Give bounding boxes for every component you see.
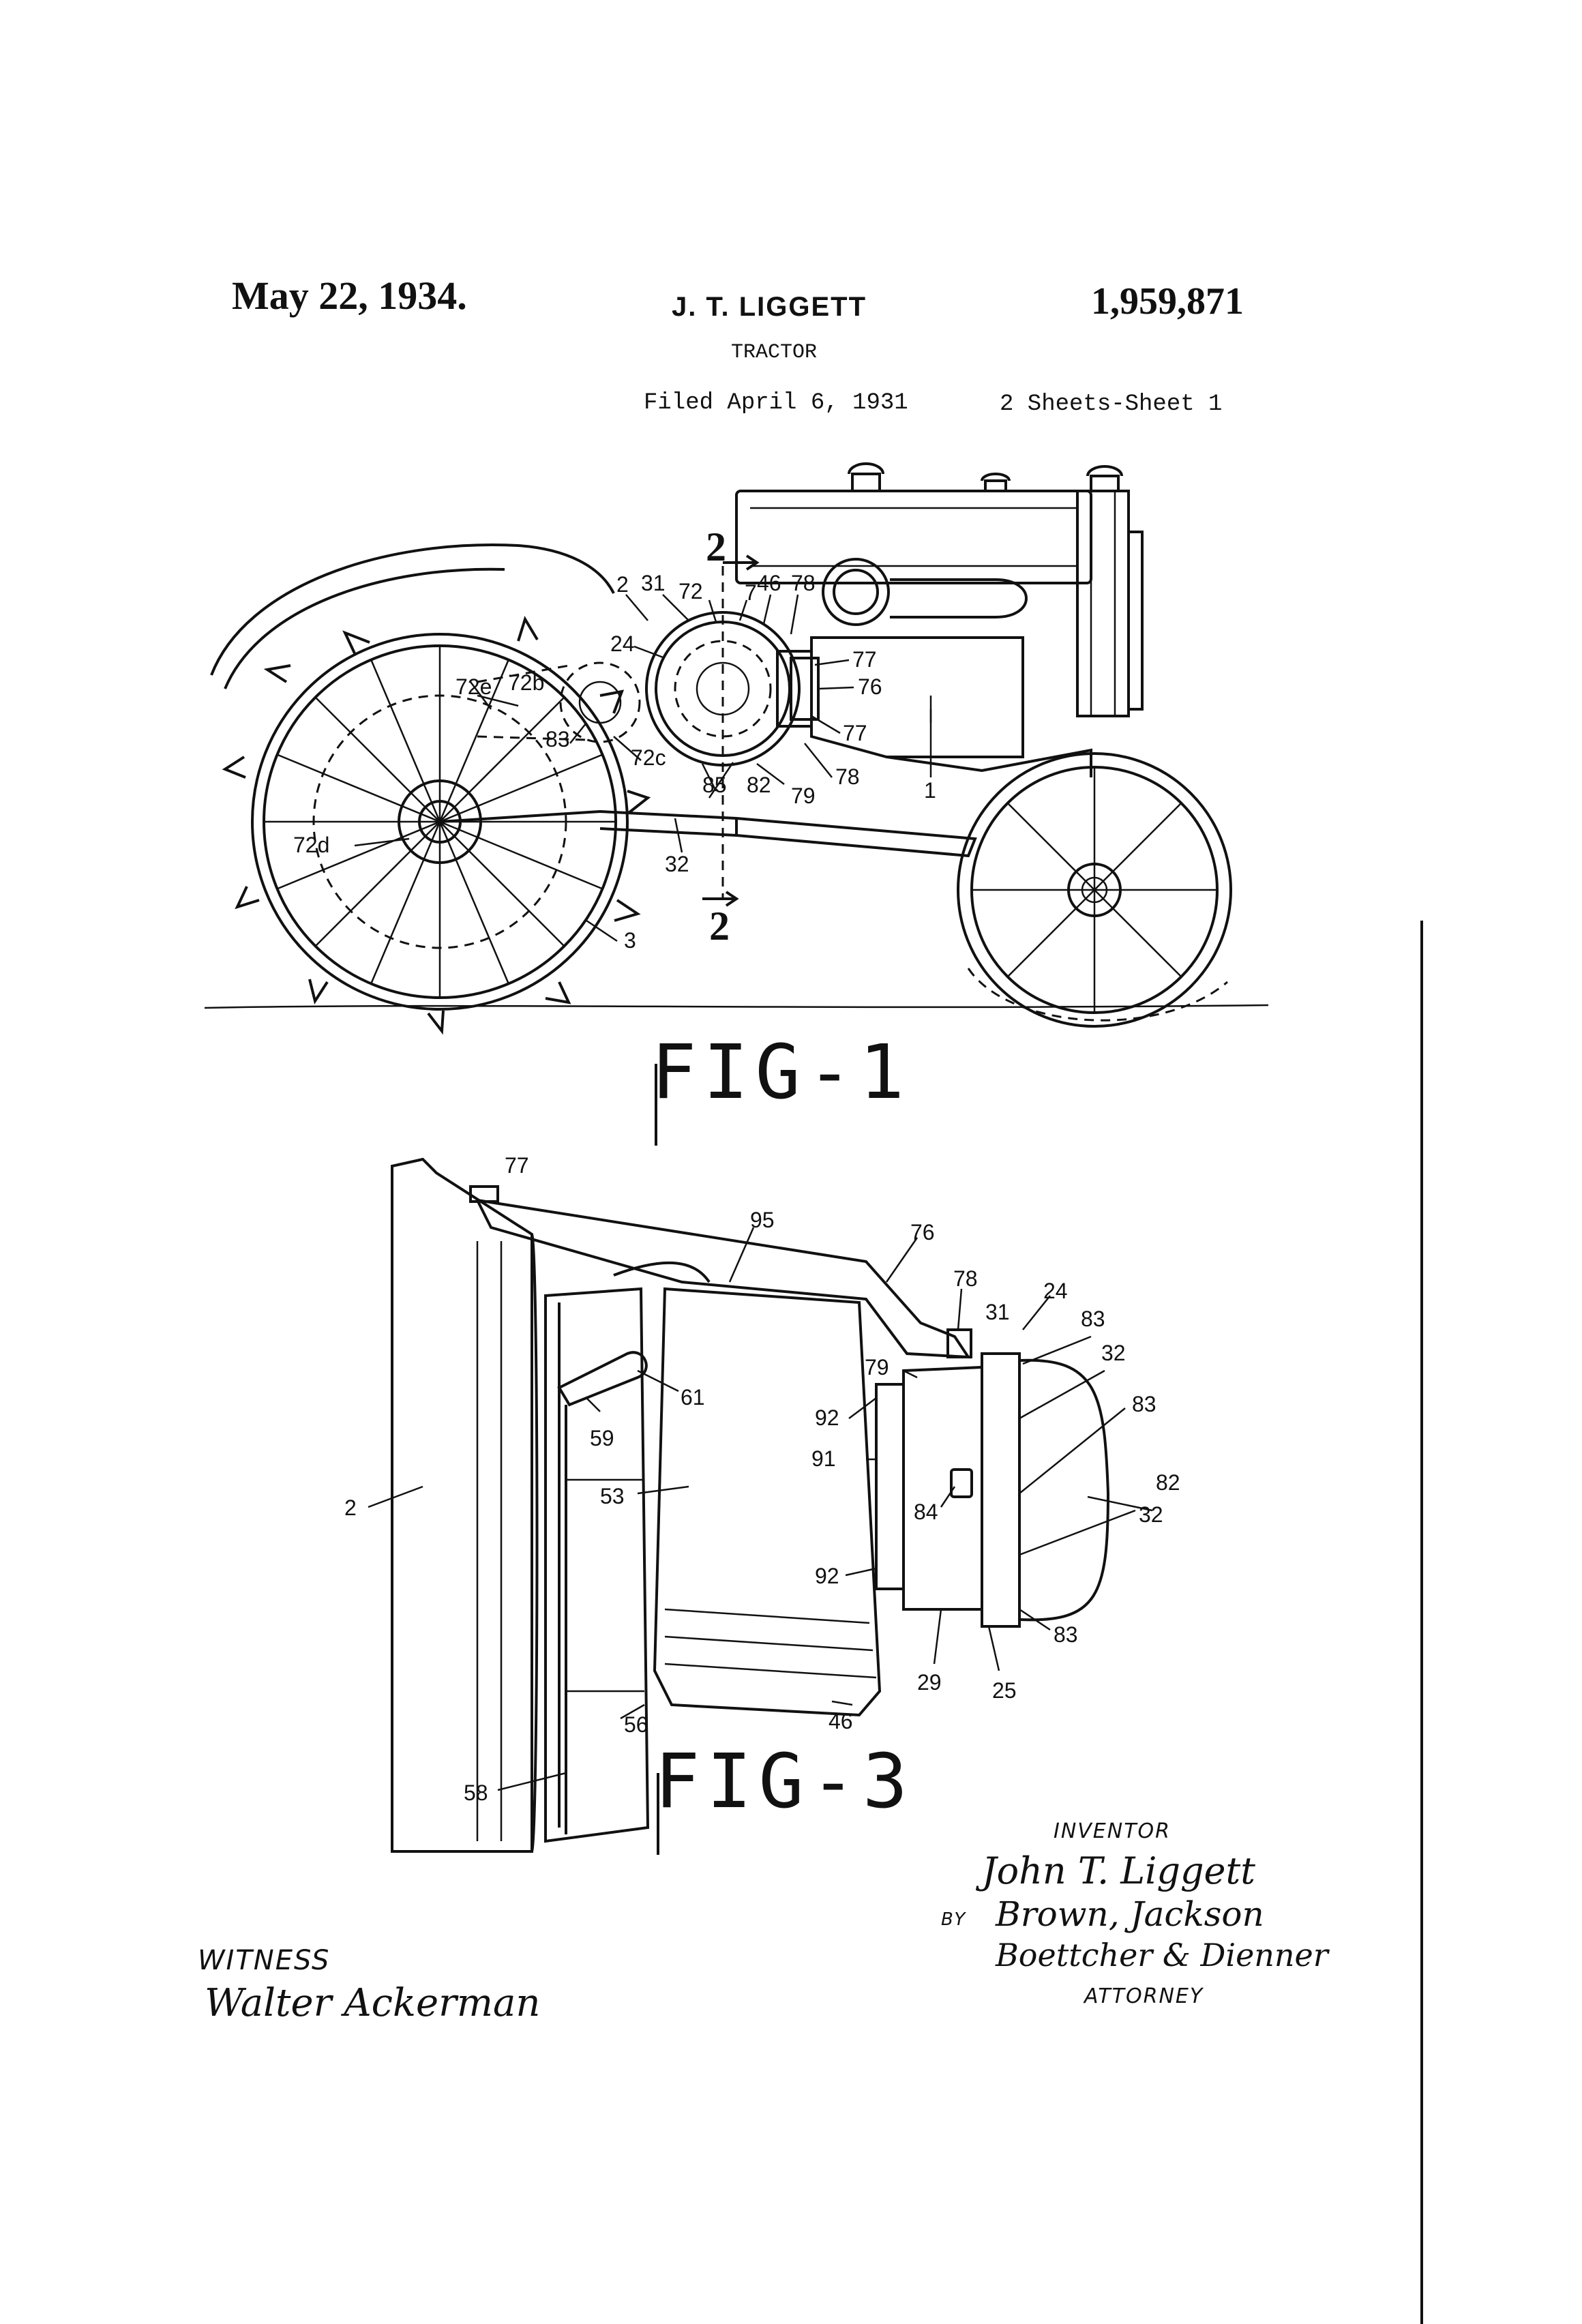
- gear-housing: [902, 1365, 983, 1611]
- fig1-leaders: [354, 594, 932, 942]
- ref-numeral: 78: [791, 571, 816, 595]
- fig3-pulley-detail: 77 95 76 78 24 31 83 79 32 92 61 59 91 8…: [344, 1153, 1180, 1855]
- ref-numeral: 92: [815, 1405, 839, 1430]
- bracket-arm: [475, 1198, 971, 1359]
- drawbar: [439, 809, 977, 858]
- ref-numeral: 91: [811, 1446, 836, 1471]
- ref-numeral: 32: [1139, 1502, 1163, 1527]
- ref-numeral: 58: [464, 1781, 488, 1805]
- filed-date: Filed April 6, 1931: [644, 390, 908, 416]
- ref-numeral: 1: [924, 778, 936, 803]
- sheet-count: 2 Sheets-Sheet 1: [1000, 391, 1223, 417]
- ref-numeral: 79: [791, 784, 816, 808]
- front-wheel: [957, 752, 1232, 1028]
- ref-numeral: 56: [624, 1712, 648, 1737]
- ref-numeral: 85: [702, 773, 727, 797]
- drive-sprocket: [559, 661, 641, 743]
- ref-numeral: 95: [750, 1208, 775, 1232]
- ref-numeral: 59: [590, 1426, 614, 1450]
- ref-numeral: 82: [747, 773, 771, 797]
- witness-caption: WITNESS: [198, 1945, 331, 1976]
- pulley-cover: [1019, 1358, 1110, 1622]
- attorney-signature-line1: Brown, Jackson: [996, 1894, 1264, 1934]
- ref-numeral: 77: [505, 1153, 529, 1178]
- fig1-reference-labels: 2 31 72 7 46 78 24 77 76 77 72e 72b 83 7…: [293, 571, 936, 953]
- control-lever: [557, 1351, 648, 1407]
- section-mark-top: 2: [706, 524, 726, 569]
- by-label: BY: [941, 1909, 967, 1930]
- ref-numeral: 84: [914, 1500, 938, 1524]
- tractor-body: [735, 462, 1144, 777]
- ref-numeral: 76: [858, 674, 882, 699]
- ref-numeral: 83: [546, 727, 570, 751]
- ref-numeral: 72b: [508, 670, 544, 695]
- ref-numeral: 76: [910, 1220, 935, 1245]
- fig3-reference-labels: 77 95 76 78 24 31 83 79 32 92 61 59 91 8…: [344, 1153, 1180, 1805]
- patent-number: 1,959,871: [1091, 280, 1244, 323]
- gear-flange: [875, 1383, 905, 1590]
- fig3-label: FIG-3: [655, 1738, 914, 1825]
- patent-date: May 22, 1934.: [232, 273, 467, 318]
- rear-fender: [210, 543, 615, 676]
- fig3-leaders: [368, 1227, 1153, 1791]
- ref-numeral: 83: [1132, 1392, 1156, 1416]
- ref-numeral: 2: [616, 572, 629, 597]
- ground-line: [204, 1004, 1269, 1009]
- inventor-name: J. T. LIGGETT: [672, 292, 867, 322]
- ref-numeral: 78: [835, 764, 860, 789]
- belt-pulley: [653, 1287, 882, 1717]
- ref-numeral: 61: [681, 1385, 705, 1410]
- frame-member: [391, 1157, 533, 1853]
- housing-plate: [981, 1352, 1021, 1628]
- ref-numeral: 72: [678, 579, 703, 604]
- inventor-caption: INVENTOR: [1054, 1819, 1171, 1843]
- ref-numeral: 29: [917, 1670, 942, 1695]
- ref-numeral: 72d: [293, 833, 329, 857]
- ref-numeral: 77: [852, 647, 877, 672]
- patent-title: TRACTOR: [731, 341, 818, 364]
- ref-numeral: 32: [1101, 1341, 1126, 1365]
- ref-numeral: 2: [344, 1495, 357, 1520]
- attorney-caption: ATTORNEY: [1084, 1984, 1204, 2008]
- ref-numeral: 46: [829, 1709, 853, 1733]
- ref-numeral: 24: [1043, 1279, 1068, 1303]
- section-mark-bottom: 2: [709, 904, 730, 949]
- ref-numeral: 83: [1054, 1622, 1078, 1647]
- ref-numeral: 72e: [456, 674, 492, 699]
- fig1-tractor: 2 2 2: [204, 462, 1269, 1146]
- ref-numeral: 46: [757, 571, 781, 595]
- ref-numeral: 31: [641, 571, 666, 595]
- clutch-housing: [544, 1287, 650, 1843]
- attorney-signature-line2: Boettcher & Dienner: [996, 1937, 1328, 1973]
- ref-numeral: 24: [610, 631, 635, 656]
- section-line-2-2: 2 2: [702, 524, 760, 949]
- ref-numeral: 32: [665, 852, 689, 876]
- ref-numeral: 3: [624, 928, 636, 953]
- ref-numeral: 79: [865, 1355, 889, 1380]
- bolt-head: [469, 1185, 499, 1203]
- ref-numeral: 92: [815, 1564, 839, 1588]
- ref-numeral: 82: [1156, 1470, 1180, 1495]
- rear-wheel: [222, 616, 651, 1035]
- ref-numeral: 72c: [631, 745, 666, 770]
- ref-numeral: 7: [745, 580, 757, 605]
- ref-numeral: 83: [1081, 1307, 1105, 1331]
- inventor-signature: John T. Liggett: [982, 1849, 1255, 1892]
- ref-numeral: 25: [992, 1678, 1017, 1703]
- ref-numeral: 31: [985, 1300, 1010, 1324]
- ref-numeral: 78: [953, 1266, 978, 1291]
- pulley-assembly: [645, 611, 820, 766]
- ref-numeral: 53: [600, 1484, 625, 1508]
- fig1-label: FIG-1: [651, 1028, 911, 1116]
- witness-signature: Walter Ackerman: [205, 1981, 541, 2025]
- ref-numeral: 77: [843, 721, 867, 745]
